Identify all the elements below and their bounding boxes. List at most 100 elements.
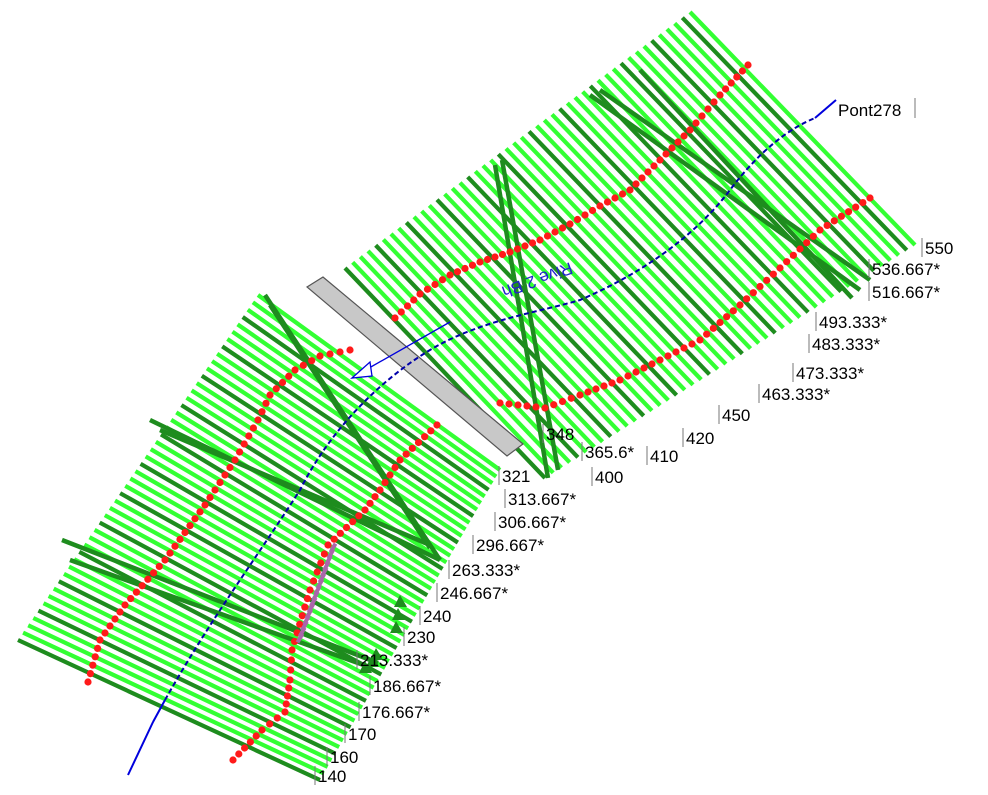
- cross-section-line: [22, 630, 325, 776]
- bank-point: [483, 255, 492, 264]
- station-label-group: 230: [403, 627, 435, 647]
- bridge-deck[interactable]: [305, 276, 524, 457]
- cross-section-line: [358, 255, 563, 470]
- cross-section-line: [458, 181, 670, 402]
- station-label[interactable]: 536.667*: [872, 260, 940, 279]
- bank-point: [231, 456, 239, 464]
- bank-point: [573, 215, 582, 224]
- station-label[interactable]: 160: [330, 748, 358, 767]
- bank-point: [285, 684, 293, 692]
- station-label[interactable]: 230: [407, 628, 435, 647]
- station-label[interactable]: 348: [546, 425, 574, 444]
- bank-point: [127, 594, 135, 603]
- bank-point: [287, 656, 295, 664]
- flow-arrow[interactable]: [350, 321, 451, 379]
- station-label[interactable]: 450: [722, 406, 750, 425]
- station-label[interactable]: 296.667*: [476, 536, 544, 555]
- station-label[interactable]: 516.667*: [872, 283, 940, 302]
- bank-point: [541, 404, 549, 412]
- bank-point: [581, 211, 589, 219]
- bank-point: [86, 670, 94, 678]
- station-label[interactable]: 473.333*: [796, 364, 864, 383]
- station-label[interactable]: 420: [686, 429, 714, 448]
- bank-point: [551, 228, 559, 236]
- bank-point: [698, 112, 706, 120]
- cross-section-line: [200, 373, 460, 545]
- cross-section-line: [504, 147, 720, 371]
- bank-point: [286, 676, 294, 684]
- station-label[interactable]: 263.333*: [452, 561, 520, 580]
- flow-marker: [390, 621, 403, 633]
- station-label[interactable]: 246.667*: [440, 584, 508, 603]
- bank-point: [763, 276, 771, 284]
- station-label-group: 263.333*: [448, 560, 520, 580]
- cross-section-line: [558, 107, 777, 335]
- bank-point: [716, 91, 724, 99]
- station-label-group: 536.667*: [868, 259, 940, 279]
- bank-point: [644, 168, 652, 176]
- station-label[interactable]: 213.333*: [360, 651, 428, 670]
- bank-point: [355, 512, 363, 520]
- bank-point: [600, 382, 608, 390]
- station-label[interactable]: 410: [650, 447, 678, 466]
- bank-point: [692, 119, 700, 127]
- station-label[interactable]: 176.667*: [362, 703, 430, 722]
- cross-section-line: [481, 164, 695, 387]
- bank-point: [640, 364, 648, 372]
- station-label[interactable]: 550: [925, 239, 953, 258]
- cross-section-line: [236, 322, 486, 499]
- bank-point: [567, 394, 575, 402]
- cross-section-line: [638, 68, 854, 300]
- pont-label[interactable]: Pont278: [838, 101, 901, 120]
- station-label-group: 516.667*: [868, 282, 940, 302]
- bank-station-points: [84, 61, 874, 764]
- cross-section-line: [619, 61, 843, 294]
- flow-marker: [366, 655, 379, 667]
- station-label[interactable]: 321: [502, 467, 530, 486]
- bank-point: [696, 336, 704, 344]
- station-label[interactable]: 140: [318, 767, 346, 786]
- bank-point: [709, 324, 717, 332]
- station-label[interactable]: 400: [595, 468, 623, 487]
- cross-section-line: [527, 130, 744, 356]
- cross-section-line: [52, 586, 348, 736]
- cross-section-line: [88, 535, 375, 690]
- cross-section-line: [231, 329, 483, 505]
- station-label[interactable]: 170: [348, 725, 376, 744]
- station-label[interactable]: 483.333*: [812, 335, 880, 354]
- station-label[interactable]: 365.6*: [585, 443, 635, 462]
- cross-section-line: [144, 454, 417, 617]
- station-label-group: 365.6*: [581, 442, 635, 462]
- bank-point: [258, 726, 266, 734]
- station-label[interactable]: 306.667*: [498, 513, 566, 532]
- bank-point: [716, 318, 724, 327]
- station-label-group: 483.333*: [808, 334, 880, 354]
- river-centerline-south: [127, 699, 166, 776]
- station-label[interactable]: 186.667*: [373, 677, 441, 696]
- bank-point: [532, 403, 540, 411]
- bank-point: [336, 348, 344, 356]
- station-label[interactable]: 240: [423, 607, 451, 626]
- station-label[interactable]: 313.667*: [508, 490, 576, 509]
- bank-point: [166, 549, 174, 557]
- station-label[interactable]: 463.333*: [762, 385, 830, 404]
- bank-point: [396, 456, 404, 464]
- station-label-group: 493.333*: [815, 312, 887, 332]
- bank-point: [866, 194, 874, 202]
- station-label[interactable]: 493.333*: [819, 313, 887, 332]
- bank-point: [149, 569, 158, 577]
- cross-section-line: [32, 616, 333, 763]
- bank-point: [521, 242, 529, 250]
- bank-point: [769, 270, 777, 278]
- cross-section-line: [496, 152, 711, 376]
- cross-section-line: [550, 112, 769, 340]
- bank-point: [273, 714, 281, 722]
- cross-section-line: [665, 27, 892, 262]
- cross-section-line: [61, 537, 379, 666]
- bank-point: [201, 501, 209, 509]
- bank-point: [266, 720, 274, 728]
- bank-point: [505, 400, 513, 408]
- bank-point: [736, 301, 744, 309]
- cross-section-line: [159, 427, 431, 548]
